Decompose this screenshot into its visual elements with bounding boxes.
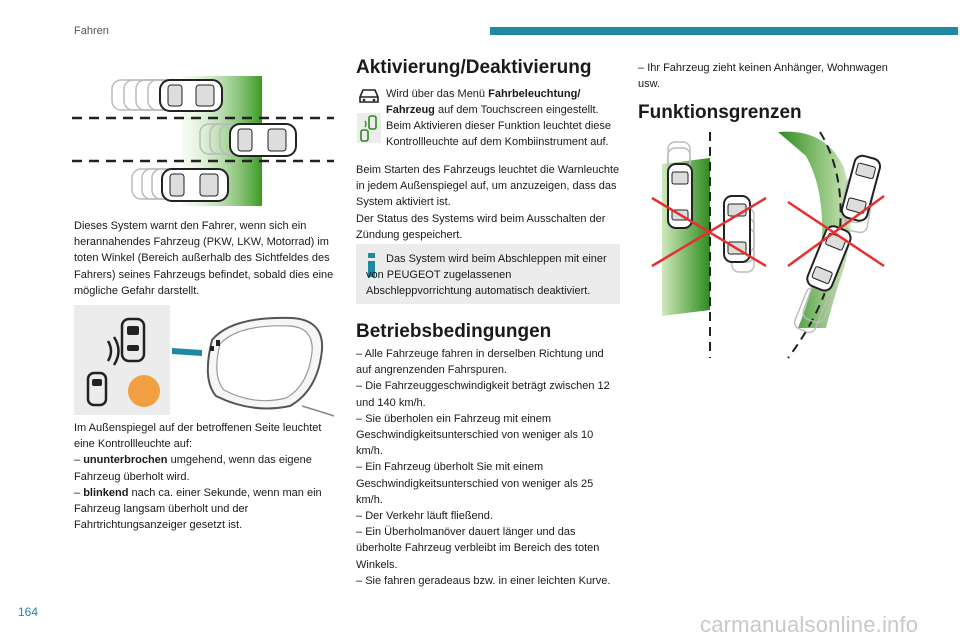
condition-item: – Ein Überholmanöver dauert länger und d…	[356, 526, 600, 571]
activation-start-text: Beim Starten des Fahrzeugs leuchtet die …	[356, 164, 620, 209]
info-icon	[368, 253, 375, 277]
mirror-intro-text: Im Außenspiegel auf der betroffenen Seit…	[74, 422, 322, 451]
condition-continued-block: – Ihr Fahrzeug zieht keinen Anhänger, Wo…	[638, 60, 906, 92]
intro-paragraph-block: Dieses System warnt den Fahrer, wenn sic…	[74, 218, 340, 299]
blind-spot-warning-icon	[357, 113, 381, 143]
header-accent-bar	[490, 27, 958, 35]
activation-status-text: Der Status des Systems wird beim Ausscha…	[356, 212, 606, 241]
warning-lamp-indicator	[128, 375, 160, 407]
towing-info-note: Das System wird beim Abschleppen mit ein…	[356, 244, 620, 304]
page-number: 164	[18, 605, 39, 619]
condition-item: – Die Fahrzeuggeschwindigkeit beträgt zw…	[356, 380, 610, 409]
car-front-icon	[359, 89, 379, 103]
warning-icon-panel	[74, 305, 170, 415]
towing-info-text: Das System wird beim Abschleppen mit ein…	[366, 253, 607, 298]
condition-item: – Ein Fahrzeug überholt Sie mit einem Ge…	[356, 461, 594, 506]
watermark: carmanualsonline.info	[700, 612, 919, 637]
condition-item: – Sie überholen ein Fahrzeug mit einem G…	[356, 412, 594, 458]
condition-item: – Der Verkehr läuft fließend.	[356, 510, 493, 523]
activation-start-block: Beim Starten des Fahrzeugs leuchtet die …	[356, 162, 620, 243]
activation-menu-text-block: Wird über das Menü Fahrbeleuchtung/ Fahr…	[386, 86, 620, 118]
function-limits-illustration	[651, 131, 885, 359]
heading-conditions: Betriebsbedingungen	[356, 321, 552, 342]
section-title: Fahren	[74, 25, 109, 37]
blind-spot-lanes-illustration	[72, 76, 334, 206]
exterior-mirror-illustration	[172, 316, 334, 417]
condition-continued: – Ihr Fahrzeug zieht keinen Anhänger, Wo…	[638, 62, 888, 91]
activation-menu-text: Wird über das Menü Fahrbeleuchtung/ Fahr…	[386, 88, 599, 117]
mirror-mode-continuous: – ununterbrochen umgehend, wenn das eige…	[74, 454, 312, 483]
mirror-lamp-description: Im Außenspiegel auf der betroffenen Seit…	[74, 420, 340, 533]
heading-limits: Funktionsgrenzen	[638, 102, 802, 123]
condition-item: – Alle Fahrzeuge fahren in derselben Ric…	[356, 348, 604, 377]
condition-item: – Sie fahren geradeaus bzw. in einer lei…	[356, 574, 611, 587]
mirror-mode-flashing: – blinkend nach ca. einer Sekunde, wenn …	[74, 486, 322, 532]
intro-paragraph: Dieses System warnt den Fahrer, wenn sic…	[74, 220, 334, 297]
conditions-list: – Alle Fahrzeuge fahren in derselben Ric…	[356, 346, 622, 589]
heading-activation: Aktivierung/Deaktivierung	[356, 57, 592, 78]
activation-lamp-text: Beim Aktivieren dieser Funktion leuchtet…	[386, 120, 612, 149]
activation-lamp-text-block: Beim Aktivieren dieser Funktion leuchtet…	[386, 118, 616, 150]
